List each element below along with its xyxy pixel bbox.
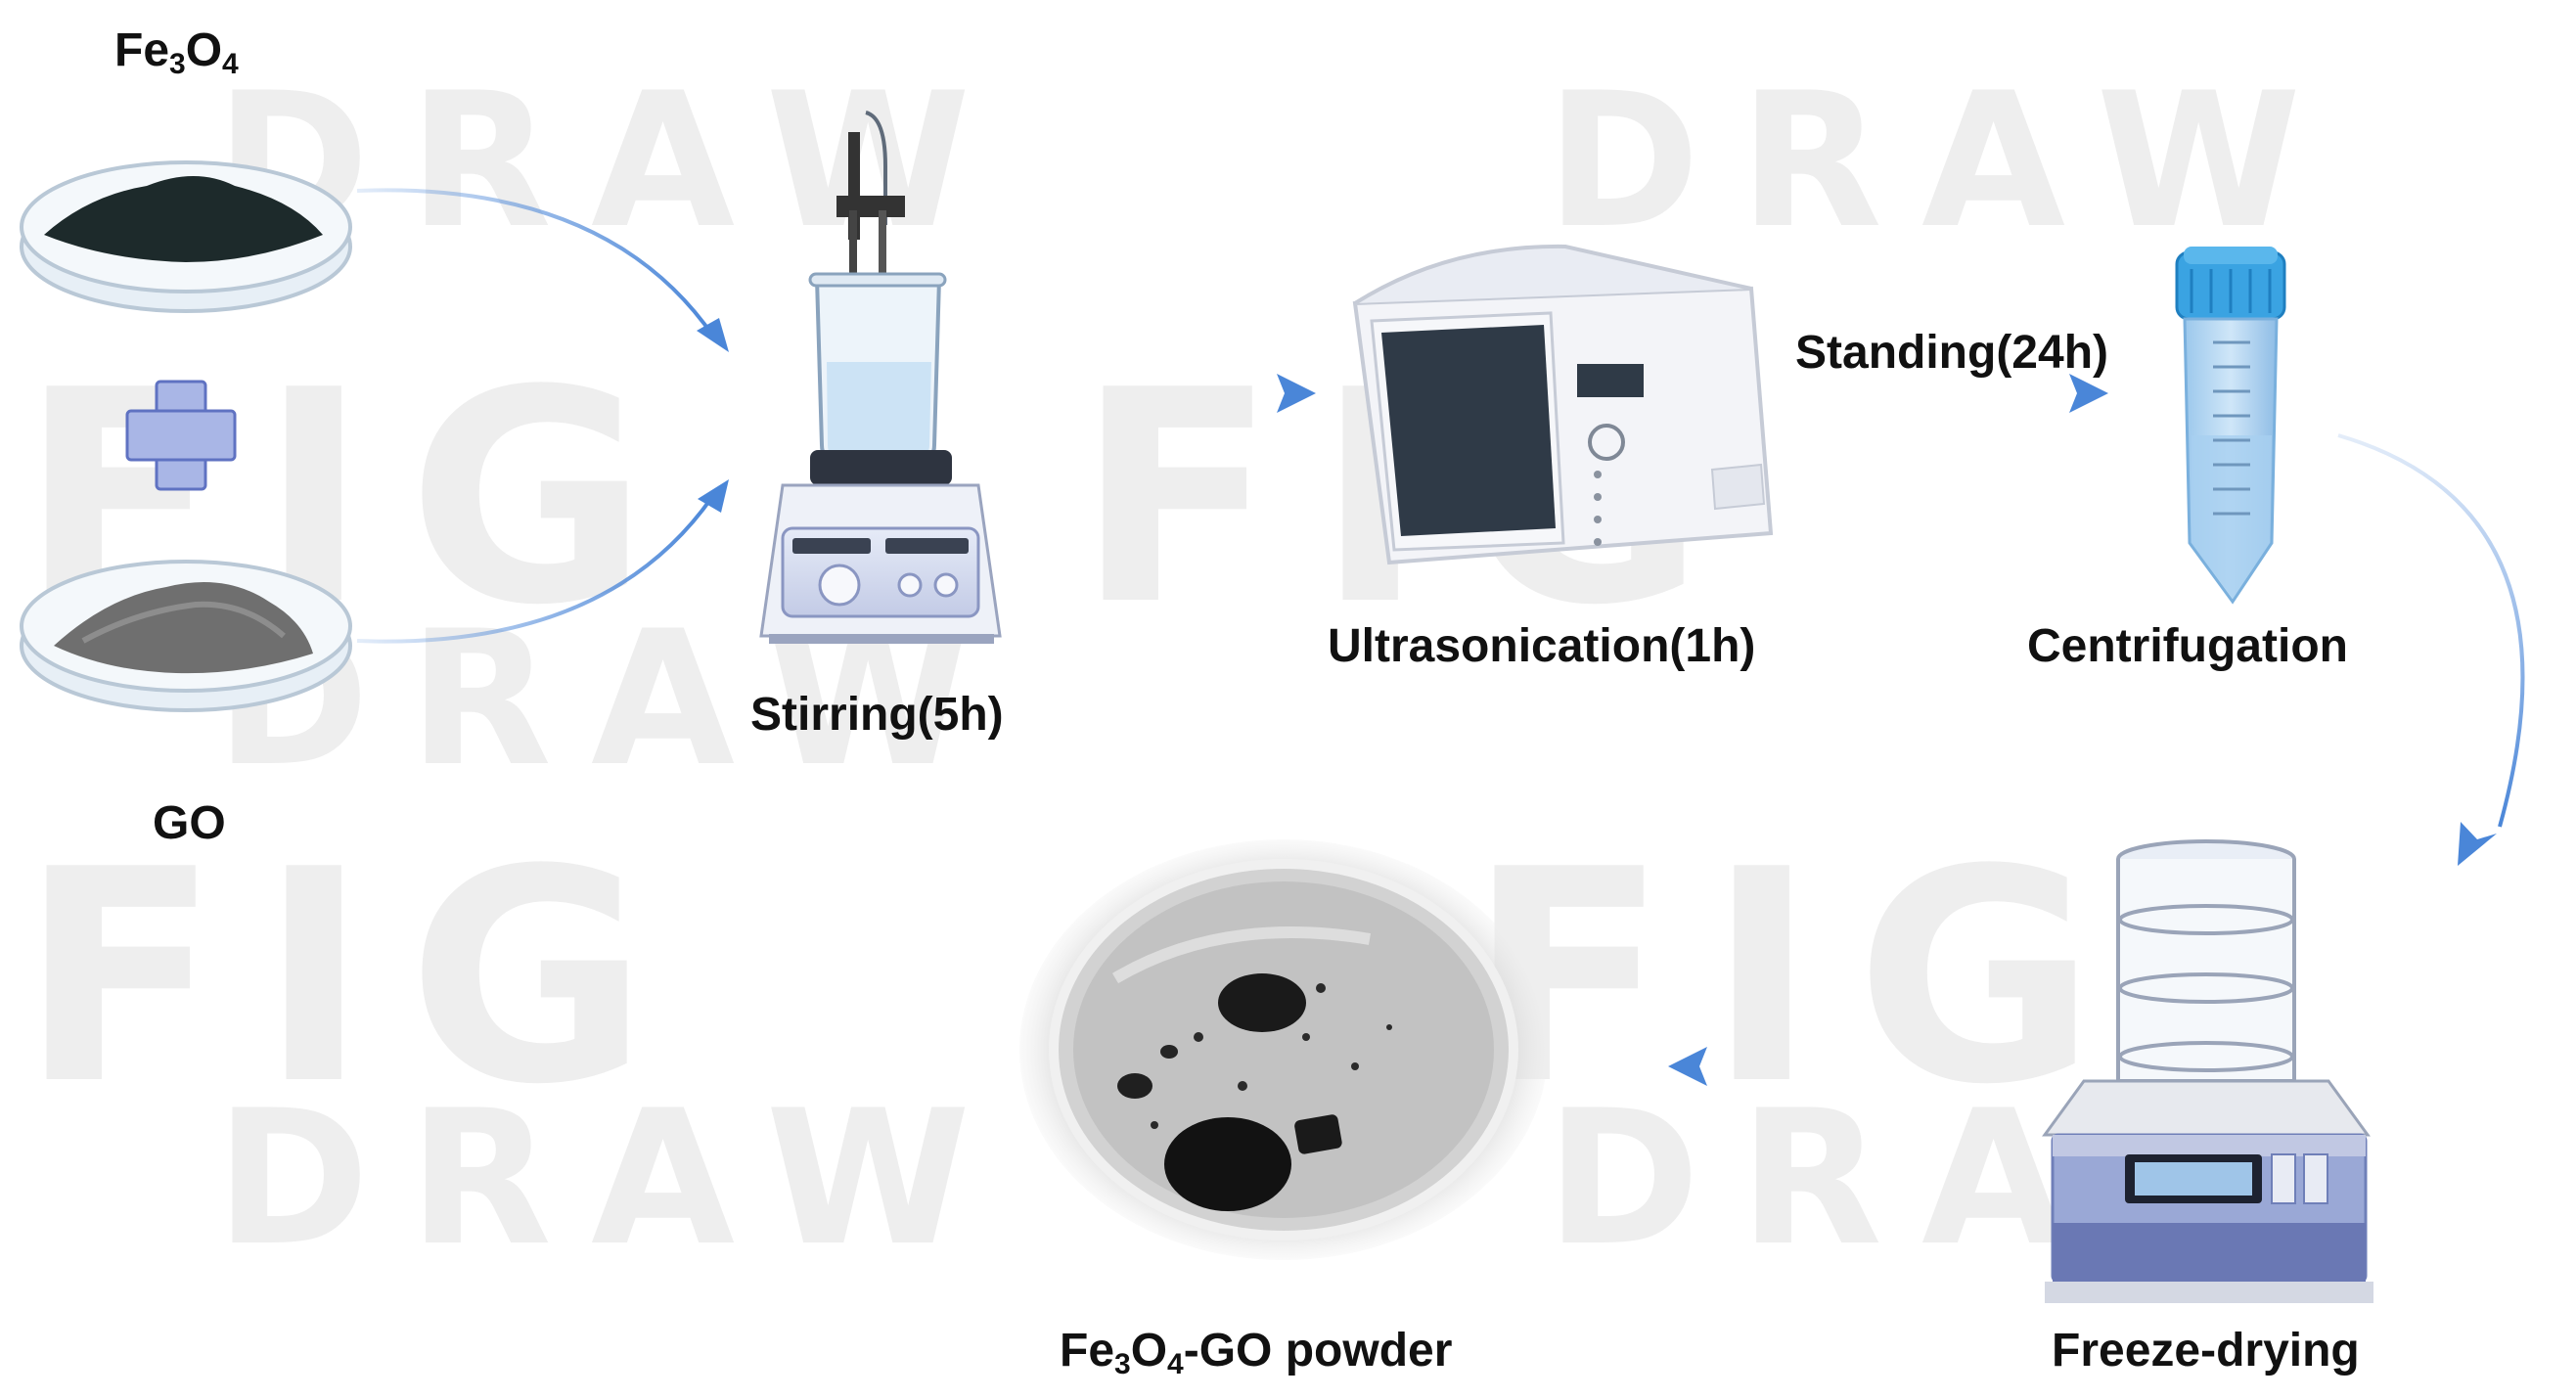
magnetic-stirrer-icon: [759, 111, 1002, 644]
standing-label: Standing(24h): [1795, 327, 2108, 379]
fe3o4-to-stirrer-arrow: [356, 188, 716, 339]
arrow-head-icon: [698, 479, 729, 513]
go-petri-dish-icon: [20, 560, 352, 712]
arrow-head-icon: [1668, 1047, 1707, 1086]
ultrasonicator-icon: [1352, 244, 1774, 565]
fe3o4-go-powder-photo: [1019, 839, 1548, 1260]
fe3o4-label: Fe3O4: [114, 24, 239, 80]
fe3o4-petri-dish-icon: [20, 160, 352, 313]
centrifuge-tube-icon: [2175, 247, 2286, 605]
go-label: GO: [153, 797, 226, 849]
centrifuge-to-freeze-dryer-arrow: [2337, 433, 2525, 828]
stirring-label: Stirring(5h): [750, 689, 1004, 741]
ultrasonication-label: Ultrasonication(1h): [1328, 620, 1756, 672]
centrifugation-label: Centrifugation: [2027, 620, 2348, 672]
arrow-head-icon: [697, 318, 729, 352]
plus-icon: [125, 380, 237, 491]
arrow-head-icon: [2069, 374, 2108, 413]
freeze-drying-label: Freeze-drying: [2052, 1325, 2360, 1376]
fe3o4-go-powder-label: Fe3O4-GO powder: [1060, 1325, 1453, 1380]
freeze-dryer-icon: [2042, 839, 2373, 1303]
go-to-stirrer-arrow: [356, 492, 716, 644]
arrow-head-icon: [1277, 374, 1316, 413]
arrow-head-icon: [2458, 822, 2497, 866]
